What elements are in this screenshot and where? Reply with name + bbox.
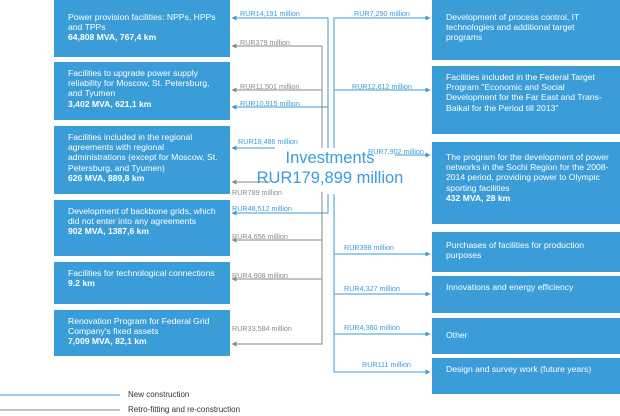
left-box-title: Facilities to upgrade power supply relia… <box>68 68 210 99</box>
right-box-stats: 432 MVA, 28 km <box>446 192 511 203</box>
right-box-process-control: Development of process control, IT techn… <box>432 0 620 60</box>
left-box-backbone-grids: Development of backbone grids, which did… <box>54 200 230 256</box>
right-box-title: Facilities included in the Federal Targe… <box>446 72 602 113</box>
left-box-title: Renovation Program for Federal Grid Comp… <box>68 316 210 337</box>
flow-label: RUR7,290 million <box>354 9 410 18</box>
flow-label: RUR14,191 million <box>240 9 300 18</box>
right-box-innovations: Innovations and energy efficiency <box>432 276 620 313</box>
left-box-title: Facilities for technological connections <box>68 268 215 278</box>
investments-total: Investments RUR179,899 million <box>255 148 405 188</box>
left-box-stats: 902 MVA, 1387,6 km <box>68 226 150 237</box>
flow-label: RUR10,915 million <box>240 99 300 108</box>
investments-amount: RUR179,899 million <box>256 169 404 187</box>
legend-new-construction: New construction <box>128 390 190 399</box>
left-box-title: Development of backbone grids, which did… <box>68 206 216 227</box>
legend-retrofitting: Retro-fitting and re-construction <box>128 405 241 414</box>
flow-label: RUR7,902 million <box>368 147 424 156</box>
flow-label: RUR111 million <box>362 360 411 369</box>
left-box-stats: 64,808 MVA, 767,4 km <box>68 32 157 43</box>
left-box-stats: 9.2 km <box>68 278 95 289</box>
right-box-other: Other <box>432 318 620 354</box>
left-box-stats: 7,009 MVA, 82,1 km <box>68 336 147 347</box>
right-box-purchases: Purchases of facilities for production p… <box>432 232 620 272</box>
flow-label: RUR4,327 million <box>344 284 400 293</box>
flow-label: RUR33,584 million <box>232 324 292 333</box>
new-line-right-trunk <box>333 194 431 375</box>
flow-label: RUR4,908 million <box>232 271 288 280</box>
right-box-title: Design and survey work (future years) <box>446 364 592 374</box>
left-box-title: Facilities included in the regional agre… <box>68 132 218 173</box>
right-box-federal-target-program: Facilities included in the Federal Targe… <box>432 66 620 134</box>
left-box-title: Power provision facilities: NPPs, HPPs a… <box>68 12 216 33</box>
right-box-title: The program for the development of power… <box>446 152 609 193</box>
flow-label: RUR48,512 million <box>232 204 292 213</box>
left-box-regional-agreements: Facilities included in the regional agre… <box>54 126 230 194</box>
flow-label: RUR789 million <box>232 188 282 197</box>
left-box-stats: 3,402 MVA, 621,1 km <box>68 98 152 109</box>
left-box-technological-connections: Facilities for technological connections… <box>54 262 230 304</box>
flow-label: RUR12,612 million <box>352 82 412 91</box>
new-line-right-1 <box>333 15 431 148</box>
investments-heading: Investments <box>285 149 375 167</box>
left-box-power-provision: Power provision facilities: NPPs, HPPs a… <box>54 0 230 57</box>
flow-label: RUR379 million <box>240 38 290 47</box>
flow-label: RUR18,486 million <box>238 137 298 146</box>
right-box-title: Purchases of facilities for production p… <box>446 240 585 261</box>
new-line-left-4 <box>231 194 329 216</box>
right-box-sochi-program: The program for the development of power… <box>432 142 620 224</box>
flow-label: RUR4,656 million <box>232 232 288 241</box>
new-line-left-trunk <box>231 15 329 148</box>
left-box-upgrade-reliability: Facilities to upgrade power supply relia… <box>54 62 230 120</box>
flow-label: RUR4,360 million <box>344 323 400 332</box>
retro-line-trunk <box>231 192 323 347</box>
flow-label: RUR398 million <box>344 243 394 252</box>
right-box-title: Other <box>446 330 468 340</box>
right-box-design-survey: Design and survey work (future years) <box>432 358 620 394</box>
right-box-title: Development of process control, IT techn… <box>446 12 580 43</box>
right-box-title: Innovations and energy efficiency <box>446 282 574 292</box>
flow-label: RUR11,501 million <box>240 82 300 91</box>
left-box-renovation-program: Renovation Program for Federal Grid Comp… <box>54 310 230 356</box>
left-box-stats: 626 MVA, 889,8 km <box>68 172 145 183</box>
